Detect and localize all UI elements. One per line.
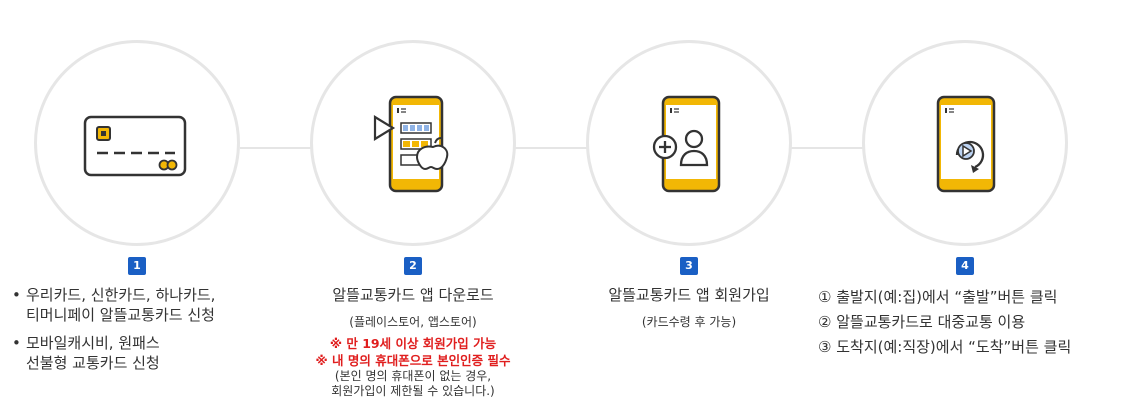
step-2-warning-2: ※ 내 명의 휴대폰으로 본인인증 필수	[315, 353, 511, 368]
step-4-line-1: ① 출발지(예:집)에서 “출발”버튼 클릭	[818, 288, 1058, 306]
step-2-badge: 2	[404, 257, 422, 275]
step-4-description: ① 출발지(예:집)에서 “출발”버튼 클릭 ② 알뜰교통카드로 대중교통 이용…	[818, 285, 1134, 360]
step-3-title: 알뜰교통카드 앱 회원가입	[608, 286, 770, 304]
play-phone-icon	[936, 95, 996, 193]
step-1-bullet-1-line-2: 티머니페이 알뜰교통카드 신청	[26, 306, 215, 324]
step-1-bullet-1-line-1: 우리카드, 신한카드, 하나카드,	[26, 286, 216, 304]
step-4-circle	[862, 40, 1068, 246]
step-connector	[790, 147, 870, 149]
list-item: 우리카드, 신한카드, 하나카드, 티머니페이 알뜰교통카드 신청	[12, 285, 287, 325]
step-3-badge: 3	[680, 257, 698, 275]
step-1-description: 우리카드, 신한카드, 하나카드, 티머니페이 알뜰교통카드 신청 모바일캐시비…	[12, 285, 287, 381]
step-3-circle	[586, 40, 792, 246]
credit-card-icon	[83, 115, 187, 177]
step-3-subtitle: (카드수령 후 가능)	[641, 315, 737, 329]
app-download-phone-icon	[373, 95, 449, 193]
step-3-description: 알뜰교통카드 앱 회원가입 (카드수령 후 가능)	[559, 285, 819, 330]
step-4-line-2: ② 알뜰교통카드로 대중교통 이용	[818, 313, 1026, 331]
step-4-line-3: ③ 도착지(예:직장)에서 “도착”버튼 클릭	[818, 338, 1072, 356]
step-2-title: 알뜰교통카드 앱 다운로드	[332, 286, 494, 304]
step-1-bullet-2-line-2: 선불형 교통카드 신청	[26, 354, 160, 372]
step-4-badge: 4	[956, 257, 974, 275]
step-1-circle	[34, 40, 240, 246]
step-2-description: 알뜰교통카드 앱 다운로드 (플레이스토어, 앱스토어) ※ 만 19세 이상 …	[283, 285, 543, 399]
list-item: 모바일캐시비, 원패스 선불형 교통카드 신청	[12, 333, 287, 373]
step-2-note-line-1: (본인 명의 휴대폰이 없는 경우,	[334, 369, 492, 383]
step-2-note-line-2: 회원가입이 제한될 수 있습니다.)	[331, 384, 495, 398]
step-connector	[515, 147, 595, 149]
step-2-subtitle: (플레이스토어, 앱스토어)	[349, 315, 477, 329]
step-2-circle	[310, 40, 516, 246]
step-1-bullet-2-line-1: 모바일캐시비, 원패스	[26, 334, 160, 352]
step-connector	[240, 147, 320, 149]
step-1-badge: 1	[128, 257, 146, 275]
add-user-phone-icon	[652, 95, 721, 193]
step-2-warning-1: ※ 만 19세 이상 회원가입 가능	[329, 336, 497, 351]
